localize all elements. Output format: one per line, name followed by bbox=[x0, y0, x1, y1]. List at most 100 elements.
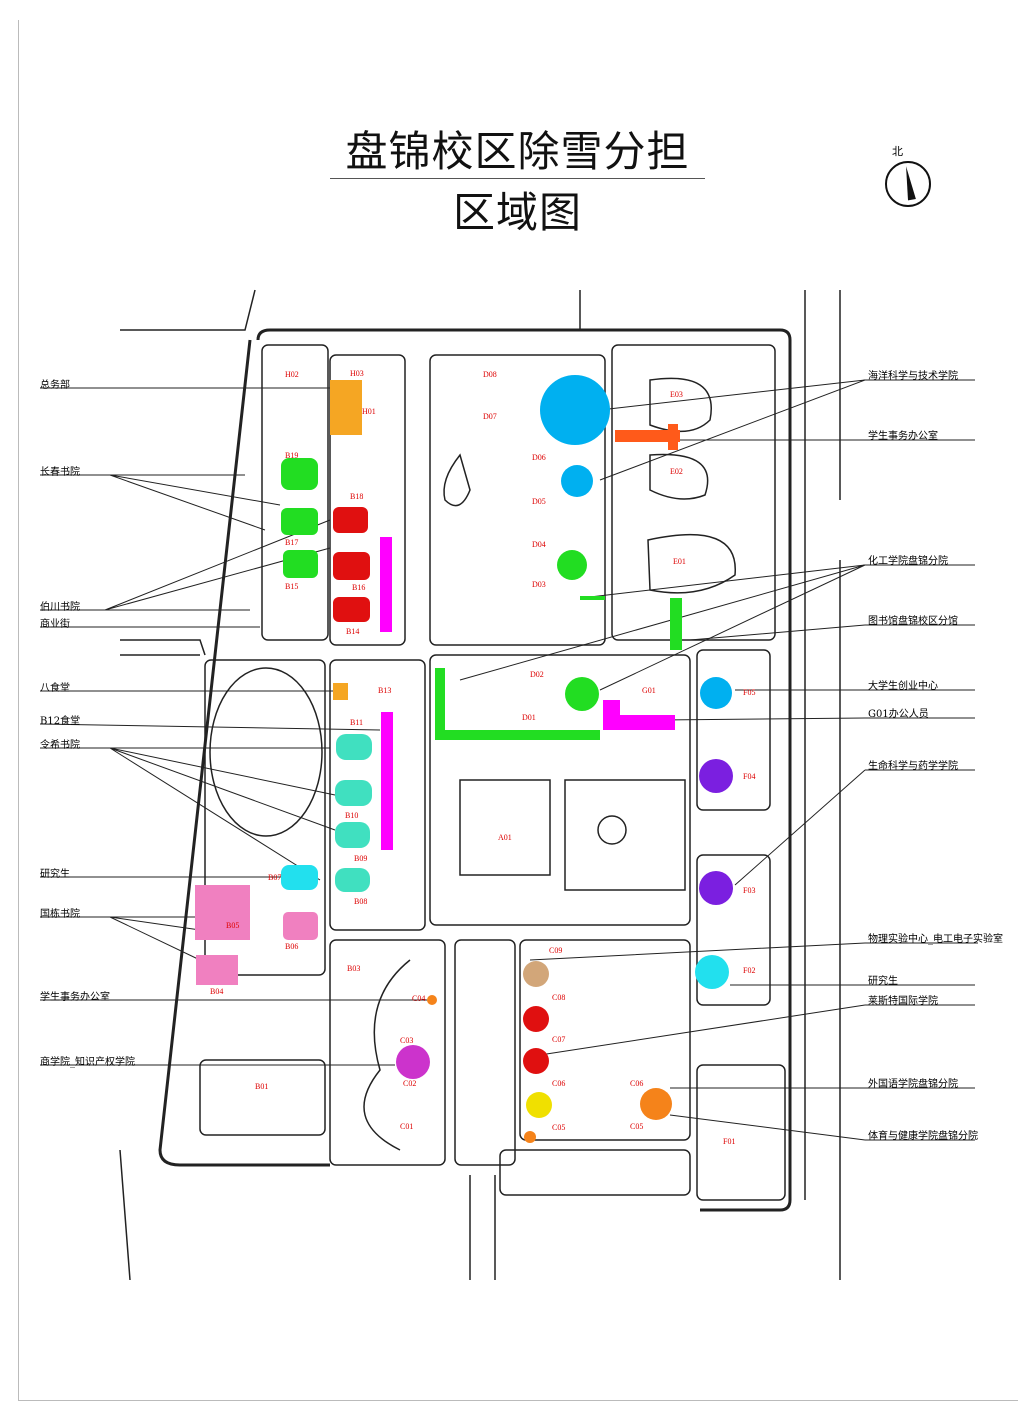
building-label: C06 bbox=[630, 1079, 644, 1088]
building-label: B06 bbox=[285, 942, 299, 951]
zone-b15 bbox=[283, 550, 318, 578]
zone-d02 bbox=[565, 677, 599, 711]
zone-b05 bbox=[195, 885, 250, 940]
label-chemical-engineering: 化工学院盘锦分院 bbox=[868, 556, 948, 567]
zone-b19 bbox=[281, 458, 318, 490]
building-label: A01 bbox=[498, 833, 512, 842]
zone-b08 bbox=[335, 868, 370, 892]
building-label: B08 bbox=[354, 897, 368, 906]
label-changchun-college: 长春书院 bbox=[40, 467, 80, 478]
building-label: F01 bbox=[723, 1137, 736, 1146]
zone-c03 bbox=[396, 1045, 430, 1079]
building-label: D04 bbox=[532, 540, 546, 549]
building-label: C02 bbox=[403, 1079, 417, 1088]
building-label: B04 bbox=[210, 987, 224, 996]
building-label: D05 bbox=[532, 497, 546, 506]
building-label: E03 bbox=[670, 390, 683, 399]
building-label: D02 bbox=[530, 670, 544, 679]
title-underline bbox=[330, 178, 705, 179]
zone-f02 bbox=[695, 955, 729, 989]
zone-b10 bbox=[335, 780, 372, 806]
zone-b18 bbox=[333, 507, 368, 533]
building-label: F05 bbox=[743, 688, 756, 697]
map-title: 盘锦校区除雪分担区域图 bbox=[345, 127, 690, 237]
zone-b09 bbox=[335, 822, 370, 848]
label-business-school: 商学院_知识产权学院 bbox=[40, 1057, 135, 1068]
building-label: B07 bbox=[268, 873, 282, 882]
building-label: B05 bbox=[226, 921, 240, 930]
zone-b04 bbox=[196, 955, 238, 985]
zone-c05 bbox=[524, 1131, 536, 1143]
zone-f03 bbox=[699, 871, 733, 905]
zone-b17 bbox=[281, 508, 318, 535]
zone-g01 bbox=[603, 700, 675, 730]
building-label: C06 bbox=[552, 1079, 566, 1088]
building-label: H01 bbox=[362, 407, 376, 416]
north-arrow-icon bbox=[885, 161, 931, 207]
zone-c09 bbox=[523, 961, 549, 987]
building-label: B16 bbox=[352, 583, 366, 592]
label-student-affairs-office: 学生事务办公室 bbox=[868, 431, 938, 442]
label-b12-canteen: B12食堂 bbox=[40, 716, 81, 727]
zone-c04 bbox=[427, 995, 437, 1005]
label-bochuan-college: 伯川书院 bbox=[40, 602, 80, 613]
building-label: C08 bbox=[552, 993, 566, 1002]
building-label: H03 bbox=[350, 369, 364, 378]
building-label: F02 bbox=[743, 966, 756, 975]
building-label: C03 bbox=[400, 1036, 414, 1045]
zone-d07 bbox=[540, 375, 610, 445]
label-student-affairs: 学生事务办公室 bbox=[40, 992, 110, 1003]
label-general-affairs: 总务部 bbox=[40, 380, 70, 391]
building-label: D01 bbox=[522, 713, 536, 722]
building-label: D07 bbox=[483, 412, 497, 421]
building-label: B15 bbox=[285, 582, 299, 591]
label-startup-center: 大学生创业中心 bbox=[868, 681, 938, 692]
building-label: F03 bbox=[743, 886, 756, 895]
label-library: 图书馆盘锦校区分馆 bbox=[868, 616, 958, 627]
zone-b11 bbox=[336, 734, 372, 760]
building-label: C04 bbox=[412, 994, 426, 1003]
building-label: B09 bbox=[354, 854, 368, 863]
zone-c06-right bbox=[640, 1088, 672, 1120]
zone-b13 bbox=[333, 683, 348, 700]
building-label: F04 bbox=[743, 772, 756, 781]
building-label: G01 bbox=[642, 686, 656, 695]
building-label: D03 bbox=[532, 580, 546, 589]
zone-c07 bbox=[523, 1048, 549, 1074]
zone-d06 bbox=[561, 465, 593, 497]
zone-d01-path bbox=[435, 668, 445, 740]
zone-b07 bbox=[281, 865, 318, 890]
label-graduate-right: 研究生 bbox=[868, 976, 898, 987]
building-label: B14 bbox=[346, 627, 360, 636]
building-label: B19 bbox=[285, 451, 299, 460]
zone-h01 bbox=[330, 380, 362, 435]
zone-b-road bbox=[380, 537, 392, 632]
zone-e01-path bbox=[670, 598, 682, 650]
building-label: E01 bbox=[673, 557, 686, 566]
building-label: H02 bbox=[285, 370, 299, 379]
building-label: B03 bbox=[347, 964, 361, 973]
building-label: C05 bbox=[552, 1123, 566, 1132]
building-label: B01 bbox=[255, 1082, 269, 1091]
building-label: B13 bbox=[378, 686, 392, 695]
building-label: C01 bbox=[400, 1122, 414, 1131]
building-label: C07 bbox=[552, 1035, 566, 1044]
building-label: D06 bbox=[532, 453, 546, 462]
zone-d04 bbox=[557, 550, 587, 580]
page-border bbox=[18, 1400, 1018, 1401]
zone-f05 bbox=[700, 677, 732, 709]
zone-f04 bbox=[699, 759, 733, 793]
north-label: 北 bbox=[892, 145, 903, 158]
building-label: C05 bbox=[630, 1122, 644, 1131]
building-label: B10 bbox=[345, 811, 359, 820]
zone-c08 bbox=[523, 1006, 549, 1032]
building-label: B18 bbox=[350, 492, 364, 501]
building-label: E02 bbox=[670, 467, 683, 476]
label-foreign-languages: 外国语学院盘锦分院 bbox=[868, 1079, 958, 1090]
zone-b14 bbox=[333, 597, 370, 622]
building-label: B11 bbox=[350, 718, 364, 727]
page-border bbox=[18, 20, 19, 1400]
zone-b16 bbox=[333, 552, 370, 580]
